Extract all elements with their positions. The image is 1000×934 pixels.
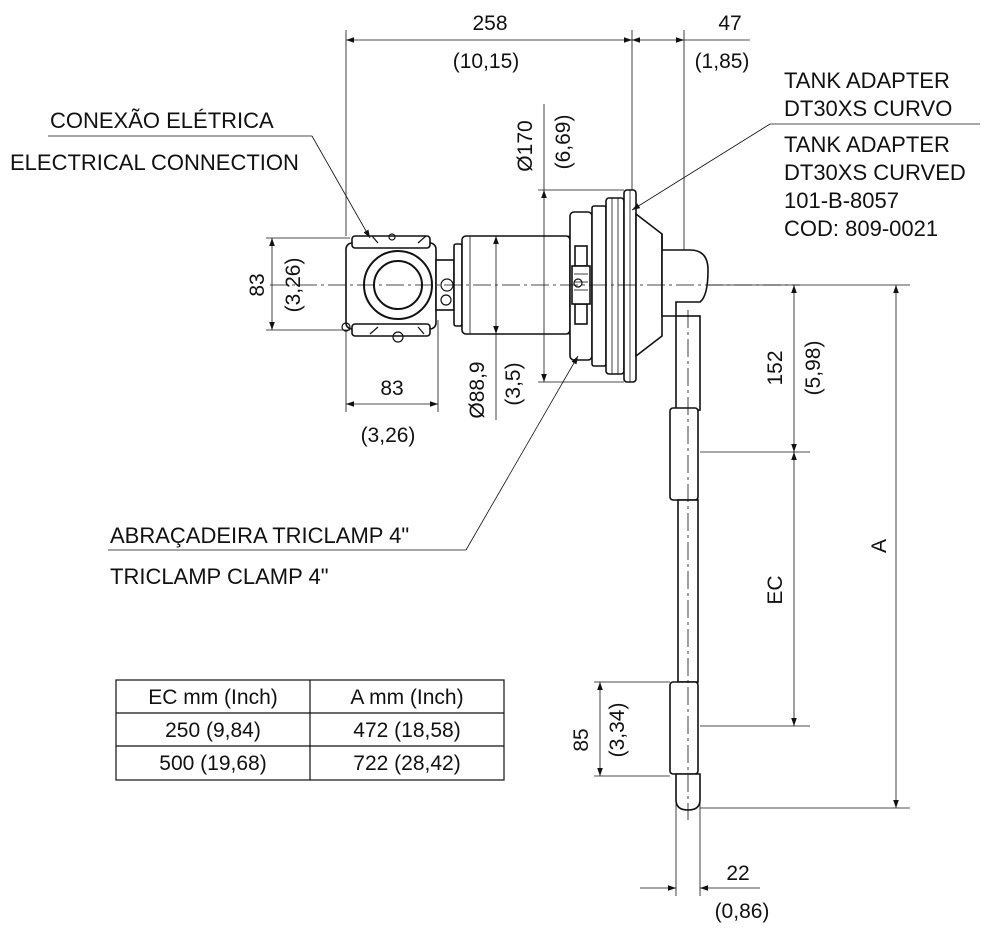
dim-83-h-in: (3,26) [361, 424, 416, 447]
label-adapter-en-2: DT30XS CURVED [784, 160, 966, 185]
table-cell: 500 (19,68) [159, 752, 266, 775]
dim-flange [538, 104, 624, 383]
leader-electrical [48, 135, 371, 239]
table-cell: 722 (28,42) [353, 752, 460, 775]
dim-85-in: (3,34) [606, 703, 629, 758]
label-adapter-en-1: TANK ADAPTER [784, 132, 950, 157]
sensor-head [341, 233, 455, 343]
dim-tip [594, 681, 670, 777]
dim-83-v: 83 [246, 273, 269, 296]
label-adapter-pt-2: DT30XS CURVO [784, 96, 952, 121]
dim-a: A [868, 539, 891, 553]
dim-rod [640, 800, 760, 896]
sensor-rod [669, 315, 701, 811]
dim-83-h: 83 [380, 377, 403, 400]
dim-152: 152 [764, 350, 787, 385]
dim-85: 85 [570, 728, 593, 751]
dim-body [490, 235, 570, 420]
dim-170-in: (6,69) [552, 115, 575, 170]
table-header-ec: EC mm (Inch) [148, 686, 278, 709]
label-clamp-pt: ABRAÇADEIRA TRICLAMP 4" [110, 523, 409, 548]
dim-88-9: Ø88,9 [466, 361, 489, 418]
leader-adapter [631, 123, 980, 211]
table-cell: 472 (18,58) [353, 719, 460, 742]
label-adapter-pt-1: TANK ADAPTER [784, 68, 950, 93]
dim-258-in: (10,15) [453, 50, 520, 73]
label-adapter-cod: COD: 809-0021 [784, 216, 938, 241]
dim-47: 47 [718, 12, 741, 35]
dim-170: Ø170 [514, 120, 537, 171]
dim-ec: EC [764, 575, 787, 604]
table-header-a: A mm (Inch) [350, 686, 463, 709]
dim-right [700, 284, 910, 809]
label-adapter-part: 101-B-8057 [784, 188, 899, 213]
label-electrical-en: ELECTRICAL CONNECTION [10, 150, 299, 175]
dim-head-width [345, 320, 439, 412]
dim-22: 22 [726, 862, 749, 885]
dim-152-in: (5,98) [802, 341, 825, 396]
dim-22-in: (0,86) [715, 900, 770, 923]
dim-47-in: (1,85) [695, 50, 750, 73]
dim-83-v-in: (3,26) [282, 258, 305, 313]
ec-table [115, 679, 505, 781]
label-electrical-pt: CONEXÃO ELÉTRICA [50, 108, 274, 133]
dim-258: 258 [472, 12, 507, 35]
leader-clamp [108, 355, 579, 551]
dim-top [345, 30, 750, 250]
label-clamp-en: TRICLAMP CLAMP 4" [110, 564, 329, 589]
triclamp [569, 205, 607, 367]
table-cell: 250 (9,84) [165, 719, 261, 742]
dim-head-height [266, 237, 350, 331]
dim-88-9-in: (3,5) [502, 362, 525, 405]
